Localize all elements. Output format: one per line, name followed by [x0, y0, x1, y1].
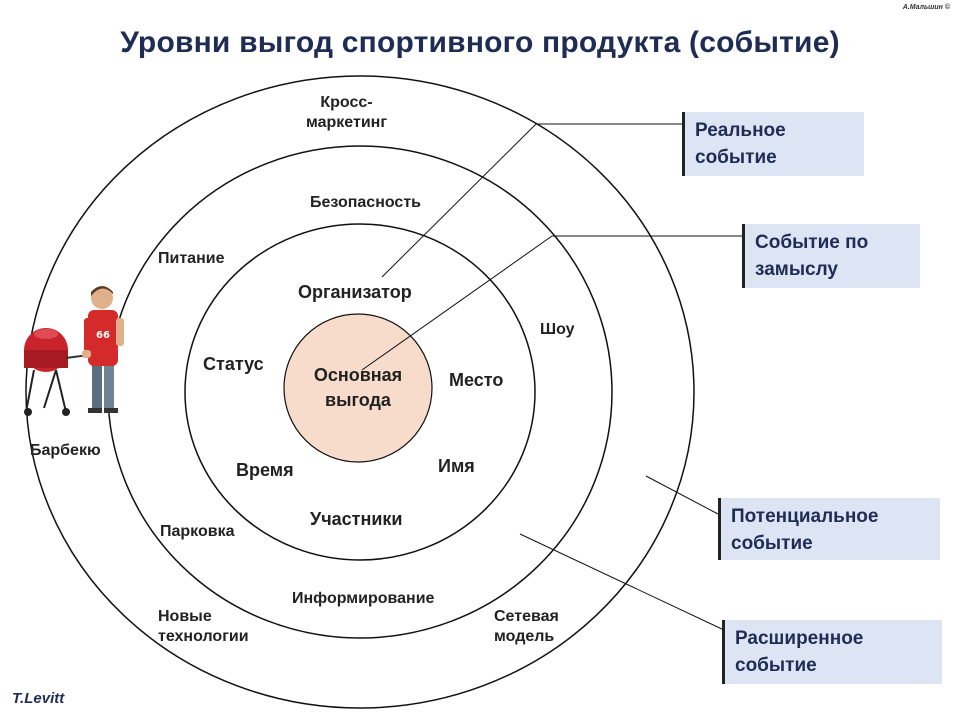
extended-event-line-2: событие: [735, 654, 817, 676]
new-technologies-line-1: Новые: [158, 608, 212, 625]
network-model-line-1: Сетевая: [494, 608, 559, 625]
potential-event-line-2: событие: [731, 532, 813, 554]
box-extended-event: Расширенное событие: [722, 620, 942, 684]
label-informing: Информирование: [292, 590, 435, 607]
connector-potential-event: [645, 475, 719, 515]
svg-text:66: 66: [96, 330, 110, 341]
connector-concept-event: [361, 235, 742, 371]
extended-event-line-1: Расширенное: [735, 628, 864, 649]
real-event-line-2: событие: [695, 146, 777, 168]
core-line-2: выгода: [325, 390, 391, 410]
label-name: Имя: [438, 456, 475, 476]
inner-ring: [184, 223, 536, 561]
outer-ring: [25, 75, 695, 709]
label-participants: Участники: [310, 509, 403, 529]
network-model-line-2: модель: [494, 628, 555, 645]
connector-extended-event: [519, 533, 725, 631]
box-concept-event: Событие по замыслу: [742, 224, 920, 288]
label-parking: Парковка: [160, 523, 235, 540]
concept-event-line-2: замыслу: [755, 258, 838, 280]
man-with-barbecue-grill-icon: 66: [24, 286, 124, 416]
core-benefit: Основная выгода: [284, 314, 432, 462]
box-potential-event: Потенциальное событие: [718, 498, 940, 560]
core-line-1: Основная: [313, 364, 403, 385]
box-real-event: Реальное событие: [682, 112, 864, 176]
label-safety: Безопасность: [310, 194, 421, 211]
concept-event-line-1: Событие по: [755, 232, 869, 253]
label-time: Время: [236, 460, 294, 480]
cross-marketing-line-2: маркетинг: [306, 114, 387, 131]
label-new-technologies: Новые технологии: [158, 607, 249, 647]
potential-event-line-1: Потенциальное: [731, 506, 879, 527]
label-barbecue: Барбекю: [30, 442, 101, 459]
label-network-model: Сетевая модель: [494, 607, 559, 647]
connector-real-event: [381, 123, 682, 278]
page-title: Уровни выгод спортивного продукта (событ…: [120, 26, 840, 59]
core-circle: [283, 313, 433, 463]
author-credit: T.Levitt: [12, 690, 65, 707]
label-cross-marketing: Кросс- маркетинг: [306, 93, 387, 133]
label-organizer: Организатор: [298, 282, 412, 302]
label-show: Шоу: [540, 321, 575, 338]
real-event-line-1: Реальное: [695, 120, 786, 141]
copyright-note: А.Мальшин ©: [902, 4, 950, 11]
label-nutrition: Питание: [158, 250, 225, 267]
label-place: Место: [449, 370, 504, 390]
label-status: Статус: [203, 354, 264, 374]
cross-marketing-line-1: Кросс-: [320, 94, 373, 111]
new-technologies-line-2: технологии: [158, 628, 249, 645]
